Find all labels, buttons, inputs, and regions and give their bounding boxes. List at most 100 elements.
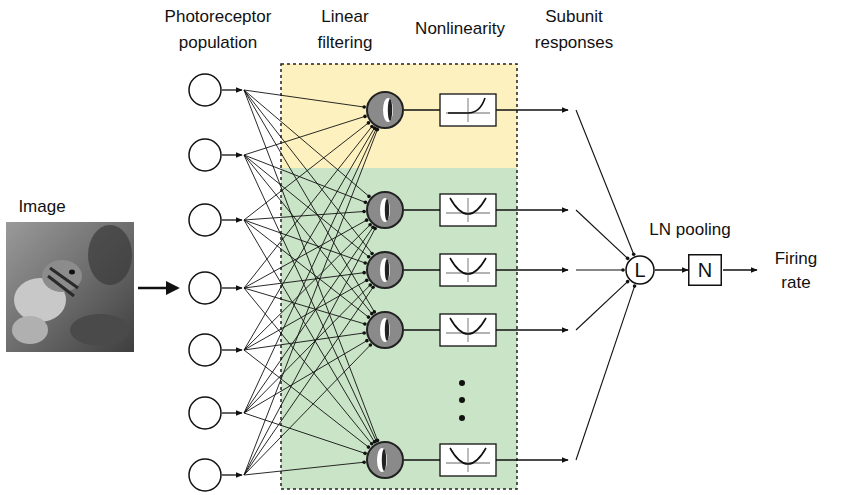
nonlinearity-curve: [448, 98, 485, 113]
filter-off-region: [388, 99, 392, 121]
wire: [244, 123, 368, 220]
wire: [244, 288, 372, 444]
nonlinearity-box: [440, 94, 496, 126]
network-wires: [189, 74, 636, 491]
synapse-dot: [363, 322, 367, 326]
wire: [244, 126, 372, 288]
wire: [244, 90, 369, 196]
subunit-output: [496, 209, 568, 210]
subunit-output: [496, 329, 568, 330]
synapse-dot: [367, 315, 371, 319]
receptor-arrow: [222, 89, 242, 90]
pooling-wire: [576, 210, 628, 258]
pooling-wire: [576, 286, 635, 460]
receptor-arrow: [222, 412, 242, 413]
label: Subunit responses: [522, 4, 626, 56]
subunit-output: [496, 109, 568, 110]
synapse-dot: [363, 115, 367, 119]
nonlinearity-box: [440, 194, 496, 226]
synapse-dot: [371, 286, 375, 290]
label: Photoreceptor population: [153, 4, 283, 56]
synapse-dot: [370, 252, 374, 256]
wire: [244, 129, 376, 413]
connector: [655, 269, 688, 271]
filter-off-region: [385, 319, 389, 341]
pooling-wire: [576, 282, 628, 330]
filter-unit: [367, 92, 403, 128]
wire: [244, 345, 370, 475]
synapse-dot: [376, 128, 380, 132]
label: Nonlinearity: [415, 17, 505, 41]
axis: [467, 318, 468, 342]
wire: [244, 90, 372, 253]
wire: [244, 350, 368, 447]
synapse-dot: [365, 339, 369, 343]
wire: [244, 130, 377, 475]
axis: [467, 448, 468, 472]
wire: [244, 227, 373, 413]
wire: [244, 155, 376, 441]
filter-unit: [367, 192, 403, 228]
label: Linear filtering: [300, 4, 390, 56]
synapse-dot: [362, 271, 366, 275]
nonlinearity-box: [440, 314, 496, 346]
photoreceptor: [189, 139, 221, 171]
filter-unit: [367, 312, 403, 348]
synapse-dot: [369, 343, 373, 347]
synapse-dot: [367, 445, 371, 449]
filter-wire: [404, 109, 440, 110]
pooling-circle: L: [625, 255, 655, 285]
synapse-dot: [362, 460, 366, 464]
rect-outline: [689, 255, 722, 286]
filter-off-region: [385, 199, 389, 221]
green-band: [281, 168, 517, 489]
synapse-dot: [367, 195, 371, 199]
synapse-dot: [370, 312, 374, 316]
receptor-arrow: [222, 287, 242, 288]
synapse-dot: [368, 223, 372, 227]
synapse-dot: [367, 255, 371, 259]
wire: [244, 116, 365, 155]
pooling-wire: [576, 110, 634, 254]
output-arrow: [723, 269, 757, 271]
wire: [244, 90, 364, 107]
synapse-dot: [626, 280, 630, 284]
filter-on-region: [380, 198, 390, 222]
synapse-dot: [363, 261, 367, 265]
wire: [244, 333, 364, 350]
synapse-dot: [632, 252, 636, 256]
synapse-dot: [365, 279, 369, 283]
filter-unit: [367, 442, 403, 478]
filter-unit: [367, 252, 403, 288]
wire: [244, 285, 370, 413]
label: LN pooling: [649, 219, 730, 241]
node-text: N: [698, 260, 712, 280]
nonlinearity-curve: [450, 198, 486, 214]
synapse-dot: [367, 121, 371, 125]
photoreceptor: [189, 397, 221, 429]
nonlinearity-curve: [450, 258, 486, 274]
pooling-wire: [576, 269, 623, 270]
filter-wire: [404, 329, 440, 330]
synapse-dot: [633, 284, 637, 288]
nonlinearity-box: [440, 254, 496, 286]
wire: [244, 413, 365, 453]
synapse-dot: [365, 218, 369, 222]
wire: [244, 90, 378, 440]
filter-on-region: [380, 318, 390, 342]
photoreceptor: [189, 204, 221, 236]
filter-on-region: [383, 98, 393, 122]
filter-on-region: [377, 448, 387, 472]
wire: [244, 229, 375, 475]
synapse-dot: [621, 268, 625, 272]
wire: [244, 273, 364, 288]
synapse-dot: [362, 105, 366, 109]
receptor-arrow: [222, 349, 242, 350]
node-text: L: [634, 260, 645, 280]
wire: [244, 287, 373, 475]
filter-off-region: [385, 259, 389, 281]
subunit-output: [496, 269, 568, 270]
synapse-dot: [626, 257, 630, 261]
filter-wire: [404, 459, 440, 460]
